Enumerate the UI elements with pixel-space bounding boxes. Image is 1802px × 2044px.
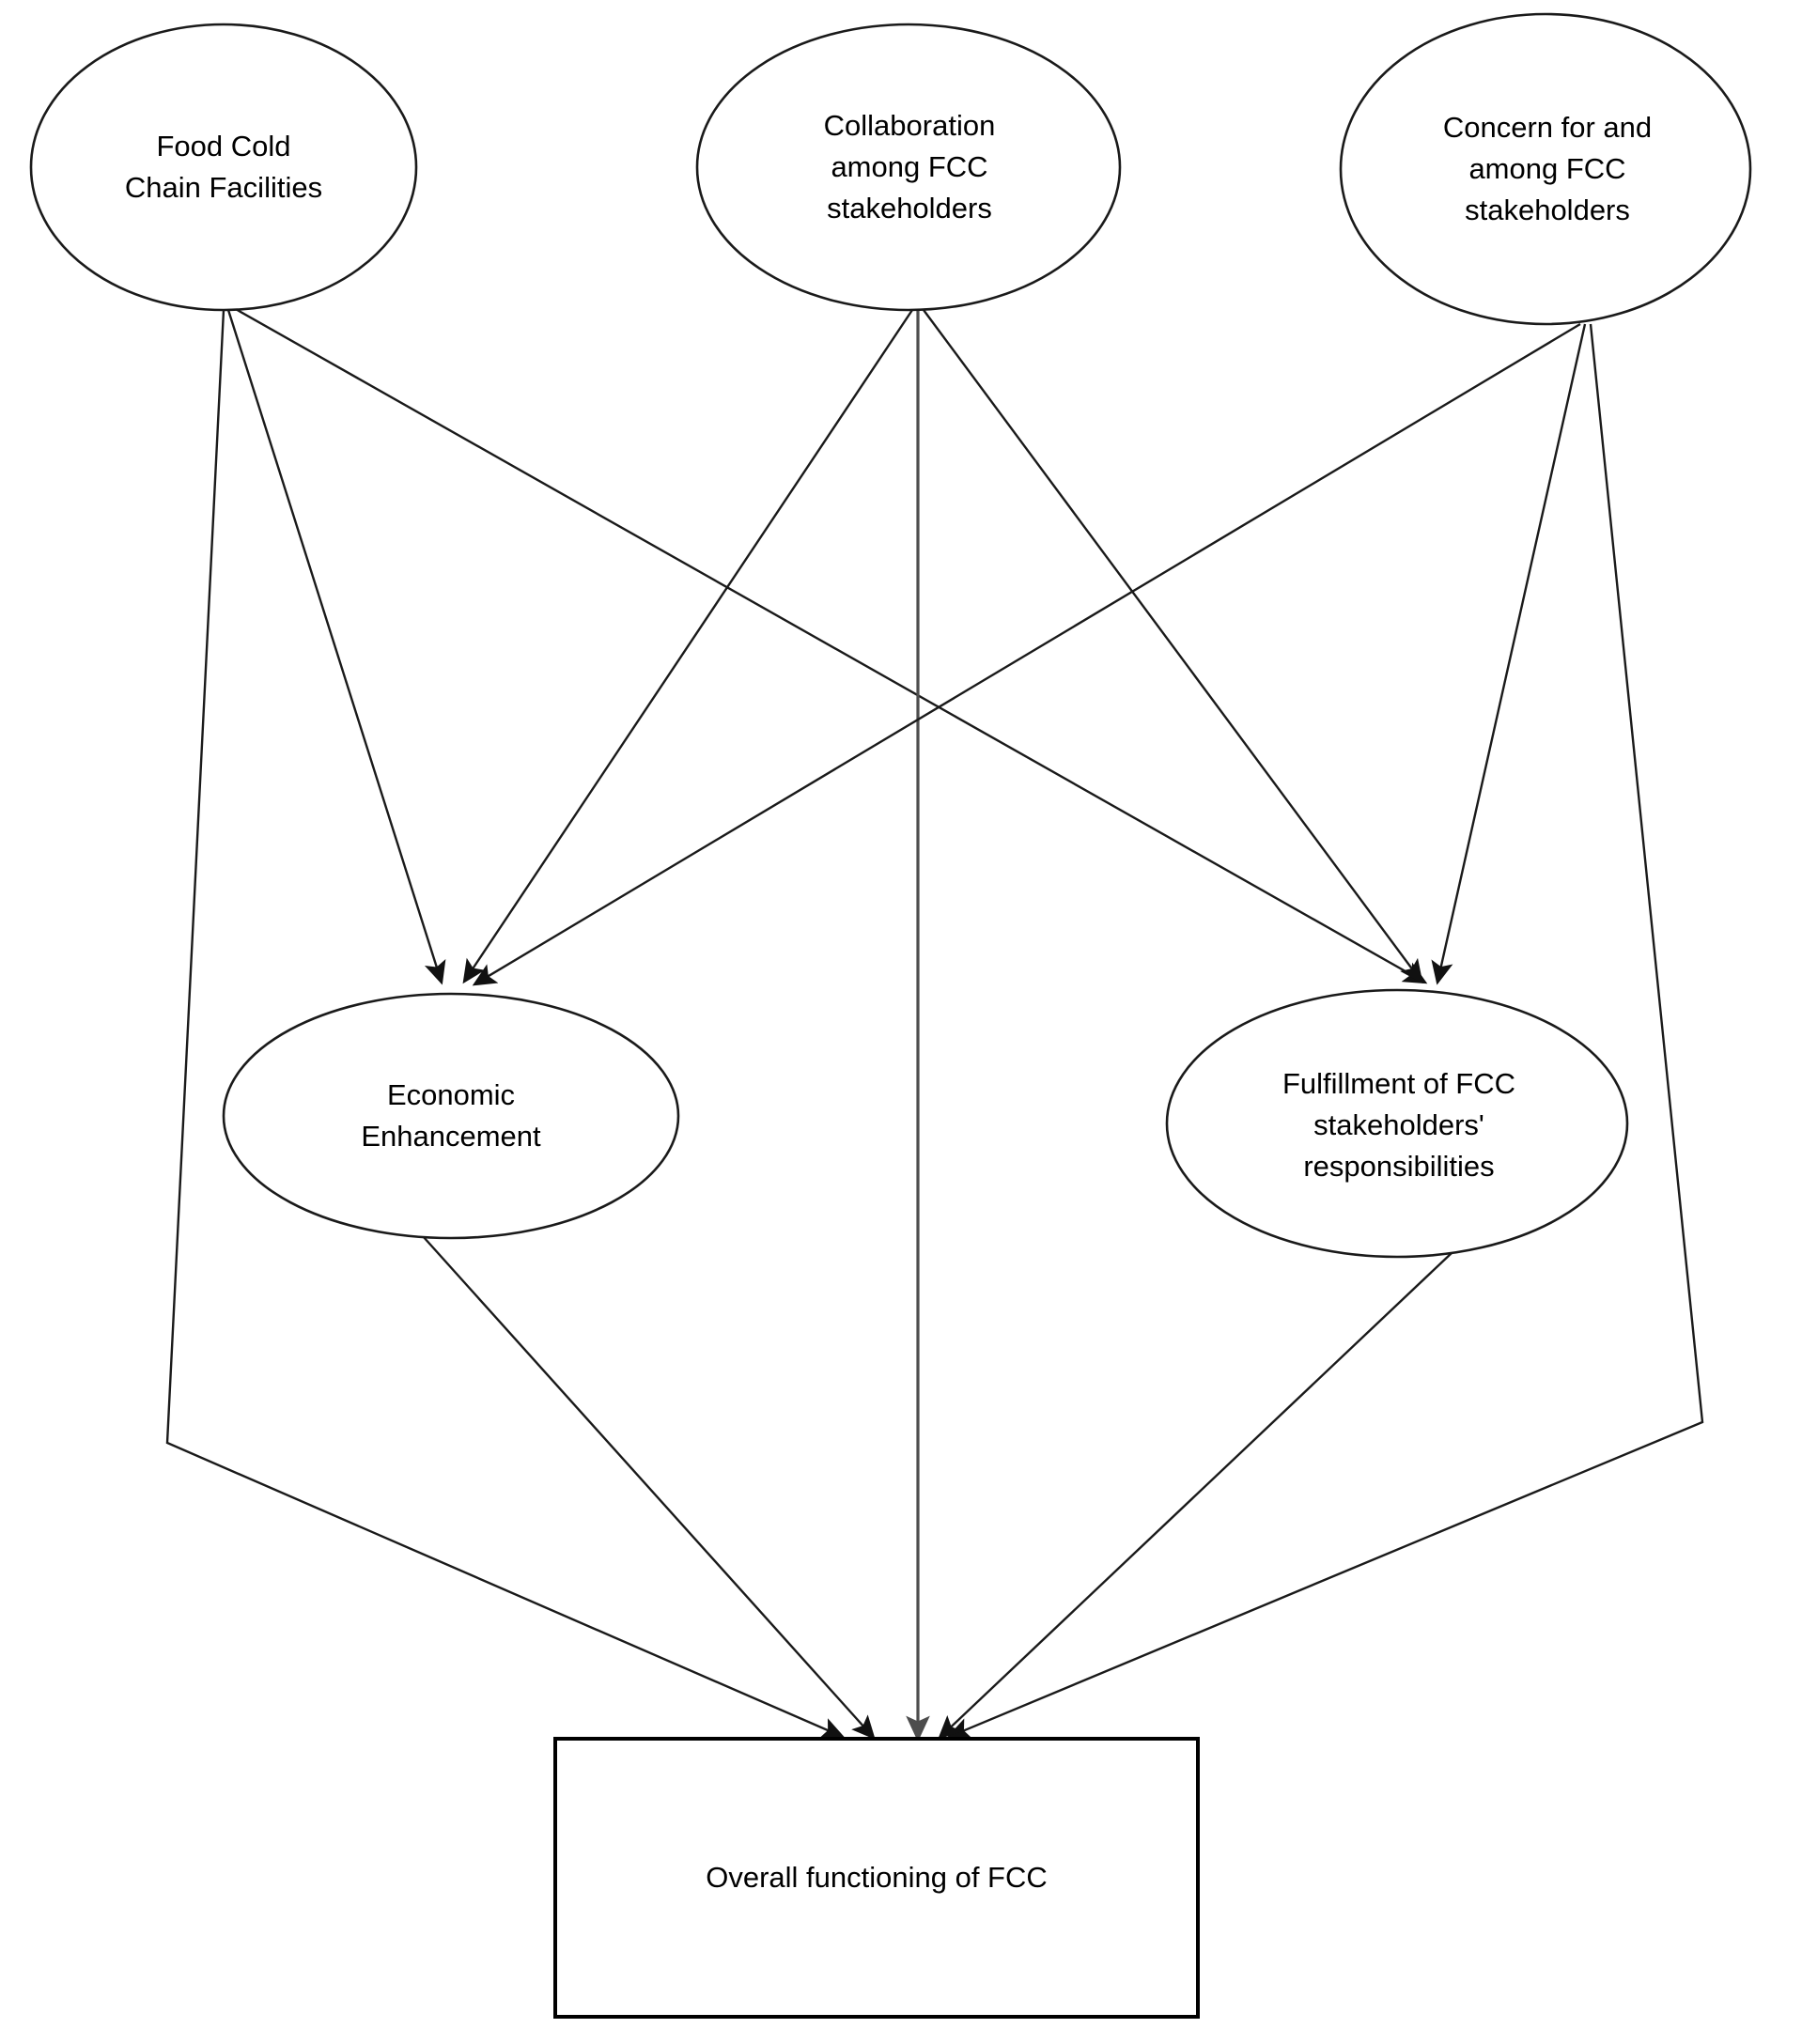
node-shape-collaboration-among-fcc-stakeholders[interactable] [695, 23, 1122, 312]
edge-collaboration-to-economic [462, 309, 913, 984]
edge-economic-to-overall [422, 1235, 876, 1740]
node-shape-concern-for-and-among-fcc-stakeholders[interactable] [1339, 12, 1752, 326]
edge-concern-to-overall [946, 323, 1704, 1740]
node-shape-overall-functioning-of-fcc[interactable] [553, 1737, 1200, 2019]
node-shape-economic-enhancement[interactable] [222, 992, 680, 1240]
edge-fulfillment-to-overall [938, 1252, 1452, 1740]
edge-fccf-to-overall [165, 309, 846, 1739]
node-shape-food-cold-chain-facilities[interactable] [29, 23, 418, 312]
edge-fccf-to-fulfillment [233, 306, 1428, 984]
edge-concern-to-fulfillment [1431, 323, 1587, 985]
edge-collaboration-to-fulfillment [923, 309, 1423, 984]
edge-concern-to-economic [472, 322, 1581, 986]
node-shape-fulfillment-of-fcc-stakeholders-responsibilities[interactable] [1165, 988, 1629, 1259]
edge-fccf-to-economic [226, 309, 446, 985]
